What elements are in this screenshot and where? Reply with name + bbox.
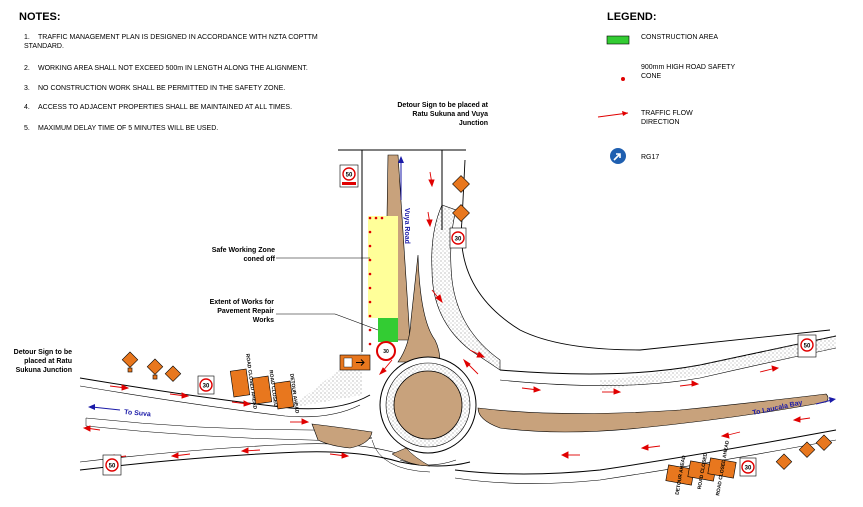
legend-cone-label: 900mm HIGH ROAD SAFETY CONE	[641, 64, 736, 80]
extent-of-works-label: Extent of Works for Pavement Repair Work…	[209, 299, 274, 324]
note-3: 3. NO CONSTRUCTION WORK SHALL BE PERMITTE…	[24, 84, 324, 93]
to-suva-label: To Suva	[124, 409, 151, 418]
note-2-text: WORKING AREA SHALL NOT EXCEED 500m IN LE…	[38, 65, 308, 72]
speed-sign-30-left: 30	[197, 375, 215, 395]
roundabout-island	[393, 370, 463, 440]
note-2: 2. WORKING AREA SHALL NOT EXCEED 500m IN …	[24, 64, 324, 73]
road-closed-text-1: ROAD CLOSED	[267, 370, 278, 408]
arrow-board-sign	[339, 354, 371, 371]
roadworks-diamond-sign	[121, 175, 833, 470]
note-4-text: ACCESS TO ADJACENT PROPERTIES SHALL BE M…	[38, 104, 293, 111]
vuya-road-label: Vuya Road	[403, 208, 410, 244]
west-splitter-island	[311, 423, 373, 449]
speed-50-right-text: 50	[804, 344, 811, 350]
east-median	[477, 393, 829, 433]
speed-sign-50-top: 50	[339, 164, 359, 188]
note-4: 4. ACCESS TO ADJACENT PROPERTIES SHALL BE…	[24, 103, 324, 112]
note-1-num: 1.	[24, 34, 30, 41]
speed-50-bottom-left-text: 50	[109, 464, 116, 470]
speed-30-left-text: 30	[203, 384, 210, 390]
legend-flow-arrow	[597, 111, 629, 118]
legend-flow-label: TRAFFIC FLOW DIRECTION	[641, 110, 693, 126]
to-laucala-arrow	[815, 397, 836, 405]
safe-working-zone	[368, 216, 398, 318]
speed-sign-30-bottom-right: 30	[739, 457, 757, 477]
note-3-text: NO CONSTRUCTION WORK SHALL BE PERMITTED …	[38, 85, 286, 92]
note-3-num: 3.	[24, 85, 30, 92]
speed-sign-50-bottom-left: 50	[102, 454, 122, 476]
note-4-num: 4.	[24, 104, 30, 111]
rg17-icon	[610, 148, 626, 164]
legend-cone-dot	[621, 77, 625, 81]
speed-50-top-text: 50	[346, 173, 353, 179]
speed-sign-30-right: 30	[449, 227, 467, 249]
detour-sign-left: DETOUR AHEAD	[273, 373, 300, 414]
legend-construction-swatch	[606, 35, 630, 45]
safe-zone-label: Safe Working Zone coned off	[211, 247, 275, 263]
roadworks-sign-posts	[127, 367, 158, 380]
legend-rg17-label: RG17	[641, 154, 660, 161]
construction-area	[378, 318, 398, 342]
speed-30-right-text: 30	[455, 237, 462, 243]
legend-construction-label: CONSTRUCTION AREA	[641, 34, 719, 41]
note-1: 1.TRAFFIC MANAGEMENT PLAN IS DESIGNED IN…	[24, 33, 324, 51]
to-suva-arrow	[88, 404, 121, 411]
speed-30-bottom-right-text: 30	[745, 466, 752, 472]
note-5-num: 5.	[24, 125, 30, 132]
speed-sign-30-works: 30	[376, 341, 396, 361]
speed-sign-50-right: 50	[797, 334, 817, 358]
vuya-road	[338, 149, 831, 371]
note-1-text: TRAFFIC MANAGEMENT PLAN IS DESIGNED IN A…	[24, 34, 318, 50]
note-5: 5. MAXIMUM DELAY TIME OF 5 MINUTES WILL B…	[24, 124, 324, 133]
note-5-text: MAXIMUM DELAY TIME OF 5 MINUTES WILL BE …	[38, 125, 219, 132]
detour-sign-left-label: Detour Sign to be placed at Ratu Sukuna …	[13, 349, 72, 374]
speed-30-works-text: 30	[383, 349, 389, 355]
road-closed-sign-left-2: ROAD CLOSED	[251, 370, 278, 408]
legend-title: LEGEND:	[607, 11, 657, 23]
detour-sign-top-label: Detour Sign to be placed at Ratu Sukuna …	[397, 102, 488, 127]
north-splitter-island	[397, 254, 441, 363]
vuya-road-arrow	[398, 156, 404, 200]
cone-line	[368, 216, 384, 346]
notes-title: NOTES:	[19, 11, 61, 23]
detour-ahead-text-1: DETOUR AHEAD	[288, 373, 300, 414]
leader-lines	[276, 257, 379, 331]
note-2-num: 2.	[24, 65, 30, 72]
roundabout	[371, 356, 477, 473]
